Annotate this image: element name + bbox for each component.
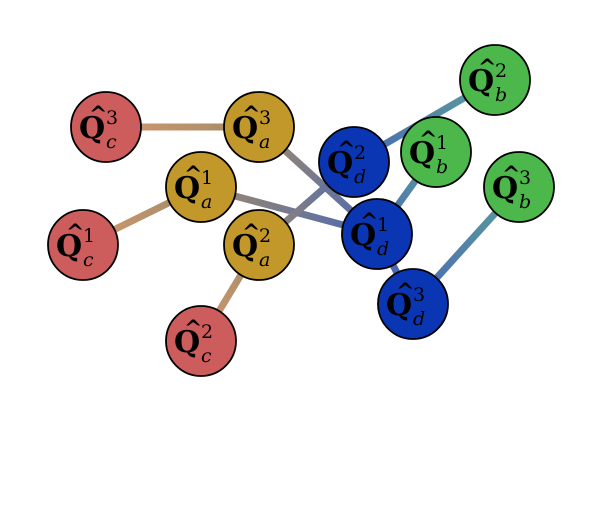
node-superscript: 2	[201, 321, 213, 343]
node-hat: ^	[242, 102, 260, 128]
node-superscript: 1	[201, 167, 213, 189]
node-superscript: 3	[519, 167, 531, 189]
node-hat: ^	[502, 162, 520, 188]
node-circle	[483, 151, 555, 223]
node-circle	[165, 151, 237, 223]
node-circle	[70, 91, 142, 163]
node-subscript: a	[201, 191, 212, 213]
node-circle	[318, 126, 390, 198]
node-symbol: Q	[174, 171, 200, 206]
node-symbol: Q	[468, 64, 494, 99]
node-symbol: Q	[232, 111, 258, 146]
node-hat: ^	[360, 209, 378, 235]
node-circle	[47, 209, 119, 281]
node-subscript: d	[413, 308, 425, 330]
node-superscript: 2	[495, 60, 507, 82]
node-circle	[223, 209, 295, 281]
node-hat: ^	[66, 220, 84, 246]
node-hat: ^	[184, 162, 202, 188]
node-superscript: 3	[106, 107, 118, 129]
node-subscript: c	[106, 131, 117, 153]
node-circle	[341, 198, 413, 270]
node-hat: ^	[478, 55, 496, 81]
node-subscript: b	[519, 191, 531, 213]
node-hat: ^	[337, 137, 355, 163]
node-superscript: 2	[354, 142, 366, 164]
node-symbol: Q	[492, 171, 518, 206]
node-subscript: d	[377, 238, 389, 260]
node-superscript: 1	[377, 214, 389, 236]
node-hat: ^	[419, 127, 437, 153]
node-subscript: b	[495, 84, 507, 106]
node-superscript: 3	[259, 107, 271, 129]
node-symbol: Q	[350, 218, 376, 253]
node-hat: ^	[242, 220, 260, 246]
node-circle	[459, 44, 531, 116]
edge-layer	[81, 76, 522, 343]
node-superscript: 3	[413, 284, 425, 306]
node-symbol: Q	[56, 229, 82, 264]
node-symbol: Q	[409, 136, 435, 171]
node-hat: ^	[89, 102, 107, 128]
node-circle	[377, 268, 449, 340]
node-subscript: a	[259, 131, 270, 153]
node-superscript: 1	[83, 225, 95, 247]
node-symbol: Q	[232, 229, 258, 264]
node-hat: ^	[396, 279, 414, 305]
node-subscript: c	[201, 345, 212, 367]
node-symbol: Q	[79, 111, 105, 146]
node-hat: ^	[184, 316, 202, 342]
node-circle	[223, 91, 295, 163]
node-symbol: Q	[386, 288, 412, 323]
node-symbol: Q	[174, 325, 200, 360]
node-superscript: 1	[436, 132, 448, 154]
node-subscript: b	[436, 156, 448, 178]
node-circle	[400, 116, 472, 188]
node-symbol: Q	[327, 146, 353, 181]
node-subscript: a	[259, 249, 270, 271]
node-superscript: 2	[259, 225, 271, 247]
node-subscript: d	[354, 166, 366, 188]
node-subscript: c	[83, 249, 94, 271]
node-circle	[165, 305, 237, 377]
